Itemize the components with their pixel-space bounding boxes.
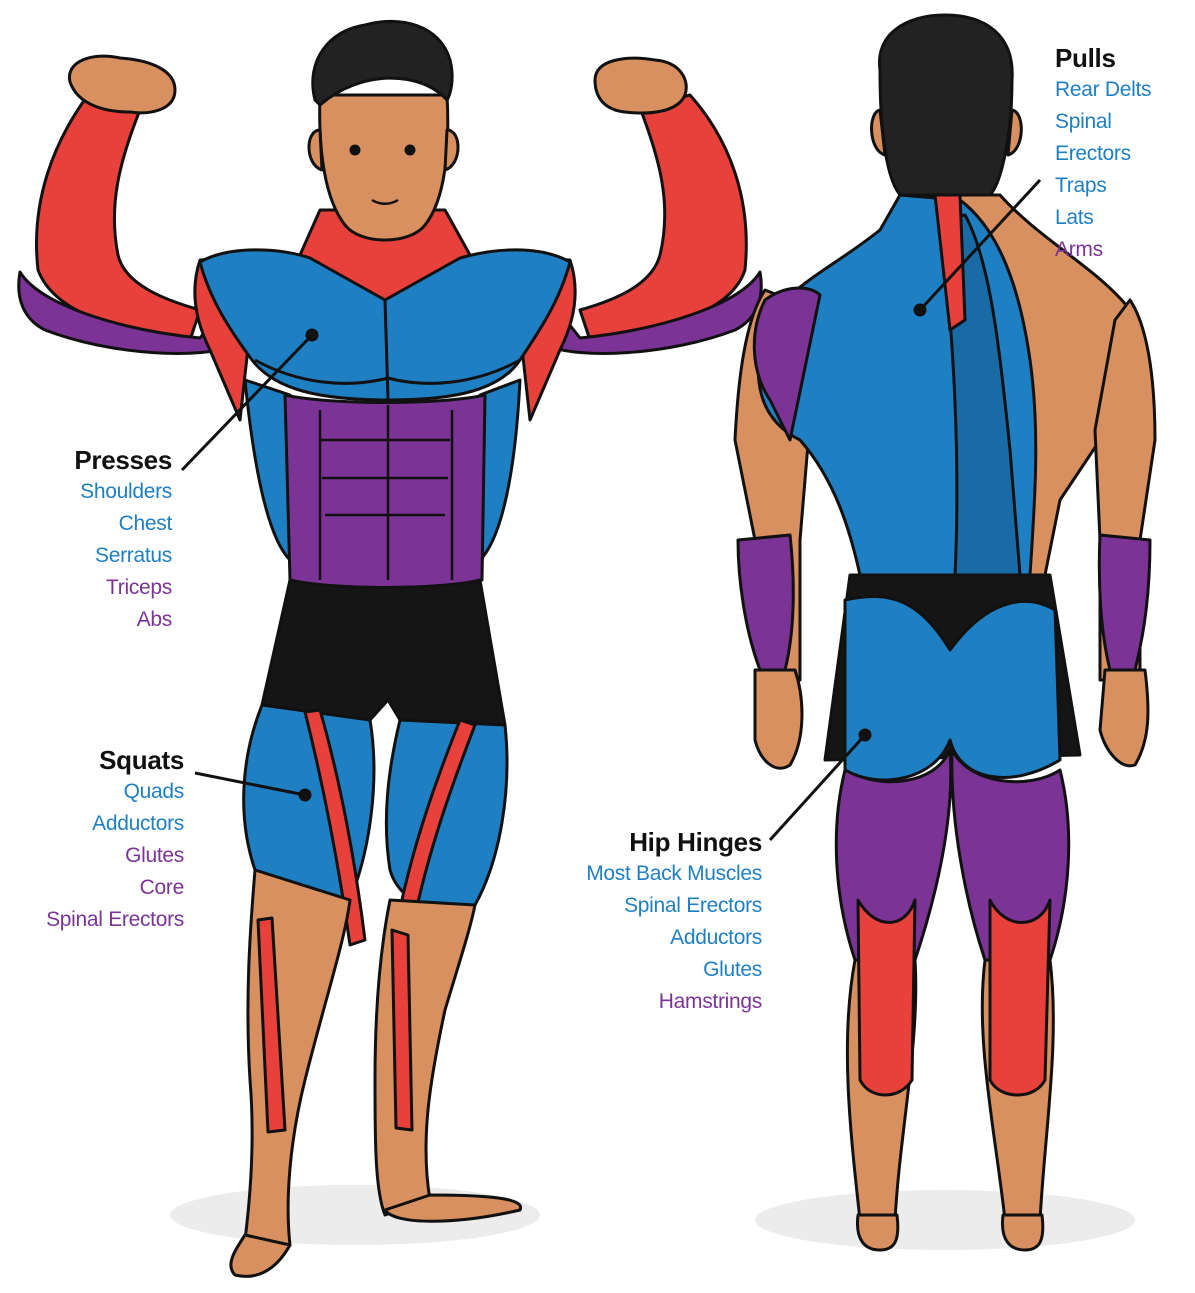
squats-label-group: Squats Quads Adductors Glutes Core Spina… (20, 744, 184, 936)
presses-leader-dot (305, 328, 319, 342)
back-left-hamstring (834, 748, 953, 962)
presses-heading: Presses (74, 445, 172, 475)
hip-hinges-leader-dot (858, 728, 872, 742)
back-left-hand (753, 668, 804, 770)
back-left-calf (856, 898, 917, 1097)
front-right-tibialis (390, 928, 414, 1132)
pulls-heading: Pulls (1055, 43, 1116, 73)
back-right-hand (1098, 668, 1150, 768)
front-right-eye (404, 144, 416, 156)
presses-leader-line (180, 333, 314, 472)
front-left-serratus (243, 378, 292, 562)
front-right-thigh (384, 718, 509, 911)
front-abs (283, 393, 487, 589)
front-left-eye (349, 144, 361, 156)
pulls-item: Rear Delts (1055, 78, 1152, 101)
back-head (877, 13, 1014, 197)
front-left-triceps (17, 270, 240, 355)
squats-leader-line (194, 771, 306, 797)
front-right-ear (443, 128, 460, 172)
hip-hinges-item: Hamstrings (658, 990, 763, 1013)
squats-item: Glutes (125, 844, 184, 867)
front-right-fist (593, 56, 688, 115)
back-left-rear-delt (752, 286, 822, 442)
back-right-forearm (1097, 533, 1152, 672)
squats-heading: Squats (99, 745, 184, 775)
back-right-calf (988, 898, 1052, 1097)
pulls-leader-dot (913, 303, 927, 317)
front-left-ear (307, 128, 324, 172)
hip-hinges-label-group: Hip Hinges Most Back Muscles Spinal Erec… (560, 826, 762, 1018)
front-left-foot (229, 1233, 292, 1278)
front-face (318, 93, 450, 242)
back-left-ear (870, 108, 887, 157)
back-right-hamstring (950, 748, 1071, 962)
squats-item: Quads (123, 780, 185, 803)
squats-item: Adductors (92, 812, 184, 835)
squats-item: Core (139, 876, 185, 899)
pulls-leader-line (918, 178, 1042, 312)
pulls-item: Arms (1055, 238, 1103, 261)
back-ground-shadow (755, 1190, 1135, 1250)
pulls-item: Spinal Erectors (1055, 110, 1131, 165)
presses-item: Shoulders (80, 480, 172, 503)
back-right-foot (1000, 1213, 1045, 1252)
squats-leader-dot (298, 788, 312, 802)
hip-hinges-item: Adductors (670, 926, 762, 949)
pulls-item: Lats (1055, 206, 1094, 229)
front-shorts (260, 578, 507, 727)
hip-hinges-item: Most Back Muscles (586, 862, 762, 885)
front-left-tibialis (256, 916, 287, 1134)
front-right-shin (373, 898, 477, 1217)
hip-hinges-item: Spinal Erectors (624, 894, 762, 917)
front-left-sartorius (303, 708, 367, 947)
hip-hinges-item: Glutes (703, 958, 762, 981)
hip-hinges-leader-line (768, 733, 867, 842)
squats-item: Spinal Erectors (46, 908, 184, 931)
presses-item: Chest (118, 512, 173, 535)
pulls-label-group: Pulls Rear Delts Spinal Erectors Traps L… (1055, 42, 1190, 266)
front-hair (311, 19, 454, 107)
back-left-forearm (736, 533, 795, 672)
front-right-foot (383, 1193, 523, 1223)
front-left-fist (68, 54, 177, 115)
hip-hinges-heading: Hip Hinges (629, 827, 762, 857)
back-figure (733, 13, 1157, 1252)
front-figure (17, 19, 763, 1278)
presses-item: Serratus (95, 544, 172, 567)
presses-item: Abs (136, 608, 173, 631)
back-glutes (843, 595, 1062, 782)
presses-item: Triceps (106, 576, 172, 599)
front-right-triceps (543, 270, 763, 355)
back-left-foot (855, 1213, 900, 1252)
presses-label-group: Presses Shoulders Chest Serratus Triceps… (20, 444, 172, 636)
leader-lines (180, 178, 1042, 842)
back-right-ear (1006, 108, 1023, 157)
pulls-item: Traps (1055, 174, 1107, 197)
